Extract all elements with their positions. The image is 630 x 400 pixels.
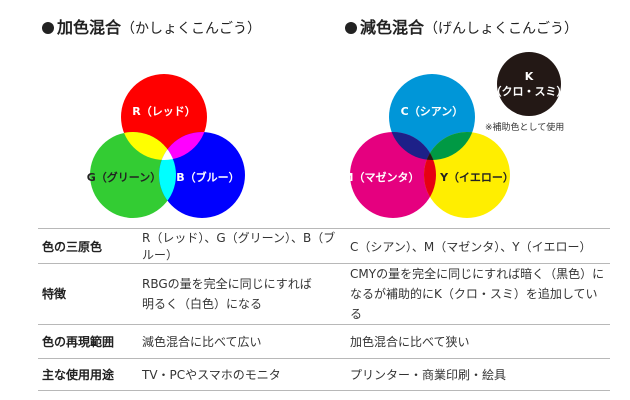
row-header: 主な使用用途	[38, 358, 138, 391]
additive-reading: （かしょくこんごう）	[121, 21, 262, 37]
additive-cell: RBGの量を完全に同じにすれば 明るく（白色）になる	[138, 263, 346, 325]
green-label: G（グリーン）	[87, 170, 161, 184]
table-row: 特徴 RBGの量を完全に同じにすれば 明るく（白色）になる CMYの量を完全に同…	[38, 263, 610, 325]
subtractive-heading: 減色混合（げんしょくこんごう）	[345, 14, 578, 38]
magenta-label: M（マゼンタ）	[343, 170, 420, 184]
table-row: 主な使用用途 TV・PCやスマホのモニタ プリンター・商業印刷・絵具	[38, 358, 610, 391]
yellow-overlap	[121, 132, 176, 160]
venn-diagrams: R（レッド） G（グリーン） B（ブルー） C（シアン） M（マゼンタ） Y（イ…	[86, 52, 568, 218]
red-label: R（レッド）	[132, 105, 195, 118]
comparison-table: 色の三原色 R（レッド）、G（グリーン）、B（ブルー） C（シアン）、M（マゼン…	[38, 228, 610, 391]
blue-label: B（ブルー）	[176, 170, 239, 184]
subtractive-reading: （げんしょくこんごう）	[424, 21, 579, 37]
black-k-circle	[497, 52, 561, 116]
additive-venn: R（レッド） G（グリーン） B（ブルー）	[87, 74, 245, 218]
cell-line: CMYの量を完全に同じにすれば暗く（黒色）に	[350, 267, 605, 281]
k-reading: （クロ・スミ）	[491, 85, 568, 98]
table-row: 色の再現範囲 減色混合に比べて広い 加色混合に比べて狭い	[38, 324, 610, 359]
additive-title: 加色混合	[57, 18, 122, 37]
subtractive-cell: C（シアン）、M（マゼンタ）、Y（イエロー）	[346, 228, 610, 264]
bullet-icon	[345, 22, 357, 34]
bullet-icon	[42, 22, 54, 34]
cyan-label: C（シアン）	[401, 105, 464, 118]
subtractive-title: 減色混合	[360, 18, 425, 37]
cell-line: RBGの量を完全に同じにすれば	[142, 277, 312, 291]
additive-cell: TV・PCやスマホのモニタ	[138, 358, 346, 391]
table-row: 色の三原色 R（レッド）、G（グリーン）、B（ブルー） C（シアン）、M（マゼン…	[38, 228, 610, 264]
additive-cell: 減色混合に比べて広い	[138, 324, 346, 359]
subtractive-cell: 加色混合に比べて狭い	[346, 324, 610, 359]
blue-overlap	[389, 132, 436, 160]
k-note: ※補助色として使用	[485, 123, 565, 133]
additive-heading: 加色混合（かしょくこんごう）	[42, 14, 261, 38]
row-header: 色の再現範囲	[38, 324, 138, 359]
subtractive-venn: C（シアン） M（マゼンタ） Y（イエロー）	[343, 74, 514, 218]
cell-line: なるが補助的にK（クロ・スミ）を追加している	[350, 287, 598, 321]
row-header: 特徴	[38, 263, 138, 325]
magenta-overlap	[159, 132, 207, 160]
yellow-label: Y（イエロー）	[439, 171, 514, 184]
cell-line: 明るく（白色）になる	[142, 297, 263, 311]
black-k-badge: K （クロ・スミ）	[491, 52, 568, 116]
green-overlap	[424, 132, 475, 160]
additive-cell: R（レッド）、G（グリーン）、B（ブルー）	[138, 228, 346, 264]
subtractive-cell: プリンター・商業印刷・絵具	[346, 358, 610, 391]
k-label: K	[525, 70, 534, 83]
subtractive-cell: CMYの量を完全に同じにすれば暗く（黒色）に なるが補助的にK（クロ・スミ）を追…	[346, 263, 610, 325]
row-header: 色の三原色	[38, 228, 138, 264]
